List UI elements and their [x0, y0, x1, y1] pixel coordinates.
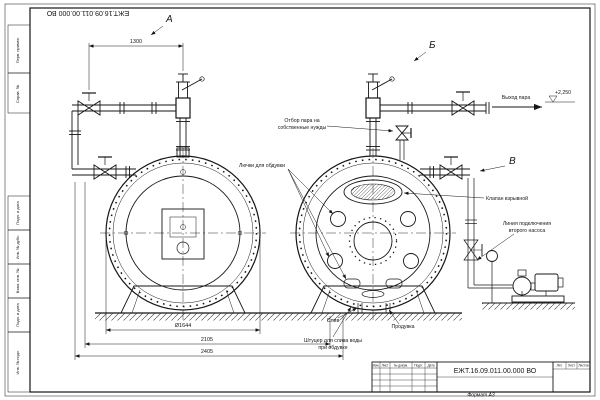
dim-2405: 2405: [201, 349, 213, 355]
callout-explosion-valve: Клапан взрывной: [486, 195, 528, 202]
tb-listov: Листов: [578, 364, 589, 368]
tb-col-izm: Изм.: [373, 364, 380, 368]
tb-lit: Лит.: [557, 364, 563, 368]
callout-drain-fitting-2: при обдувке: [318, 345, 347, 351]
stamp-label: Инв. № подл.: [15, 350, 20, 375]
doc-number-top: ЕЖТ.16.09.011.00.000 ВО: [46, 9, 129, 16]
callout-steam-out: Выход пара: [502, 95, 531, 101]
elevation-mark: +2,250: [545, 90, 575, 103]
centerlines: [100, 148, 456, 320]
inspection-ports: [327, 211, 419, 298]
dim-diameter: Ø1644: [175, 323, 192, 329]
elevation-value: +2,250: [555, 90, 571, 96]
callouts: Отбор пара на собственные нужды Лючки дл…: [239, 118, 551, 351]
view-label-b: Б: [429, 40, 436, 51]
right-boiler-view: [295, 125, 451, 314]
pipeline-lower-left: [69, 111, 136, 180]
dimensions: 1300 Ø1644 2105 2405: [74, 39, 344, 360]
pressure-gauge: [486, 250, 498, 304]
dim-2105: 2105: [201, 337, 213, 343]
format-label: Формат А3: [467, 393, 495, 399]
pipeline-upper-left: [72, 92, 176, 116]
callout-drain: Слив: [327, 318, 340, 324]
stamp-label: Подп. и дата: [15, 200, 20, 224]
safety-valve-left: [175, 73, 205, 156]
stamp-label: Взам. инв. №: [15, 269, 20, 294]
tb-doc-number: ЕЖТ.16.09.011.00.000 ВО: [454, 368, 537, 375]
callout-pump-line-1: Линия подключения: [503, 221, 551, 227]
stamp-label: Справ. №: [15, 85, 20, 103]
callout-steam-tap-2: собственные нужды: [278, 125, 327, 131]
tb-col-list: Лист: [382, 364, 389, 368]
safety-valve-right: [365, 73, 395, 156]
stamp-label: Подп. и дата: [15, 302, 20, 326]
steam-tap-valve: [395, 125, 412, 160]
callout-hatches: Лючки для обдувки: [239, 163, 285, 169]
callout-drain-fitting-1: Штуцер для слива воды: [304, 338, 362, 344]
view-labels: А Б В: [150, 14, 516, 172]
view-label-v: В: [509, 156, 516, 167]
pipeline-upper-right: [380, 91, 490, 116]
callout-blowdown: Продувка: [391, 324, 414, 330]
view-label-a: А: [165, 14, 173, 25]
stamp-label: Инв. № дубл.: [15, 235, 20, 260]
callout-pump-line-2: второго насоса: [509, 228, 546, 234]
drain-stubs: [357, 303, 391, 313]
explosion-hatch: [343, 179, 403, 205]
callout-steam-tap-1: Отбор пара на: [284, 118, 319, 124]
dim-1300: 1300: [130, 39, 142, 45]
stamp-column: Перв. примен. Справ. № Подп. и дата Инв.…: [7, 24, 31, 393]
left-boiler-view: [105, 147, 261, 314]
tb-col-podp: Подп.: [414, 364, 423, 368]
tb-col-doc: № докум.: [394, 364, 408, 368]
title-block: Изм. Лист № докум. Подп. Дата ЕЖТ.16.09.…: [371, 361, 591, 393]
manhole: [348, 216, 398, 266]
pipeline-lower-right: [420, 156, 470, 180]
tb-list: Лист: [568, 364, 575, 368]
pump-feed-line: [463, 178, 513, 289]
steam-outlet: Выход пара +2,250: [492, 90, 575, 111]
stamp-label: Перв. примен.: [15, 37, 20, 64]
tb-col-data: Дата: [427, 364, 434, 368]
pump-unit: [511, 269, 565, 303]
